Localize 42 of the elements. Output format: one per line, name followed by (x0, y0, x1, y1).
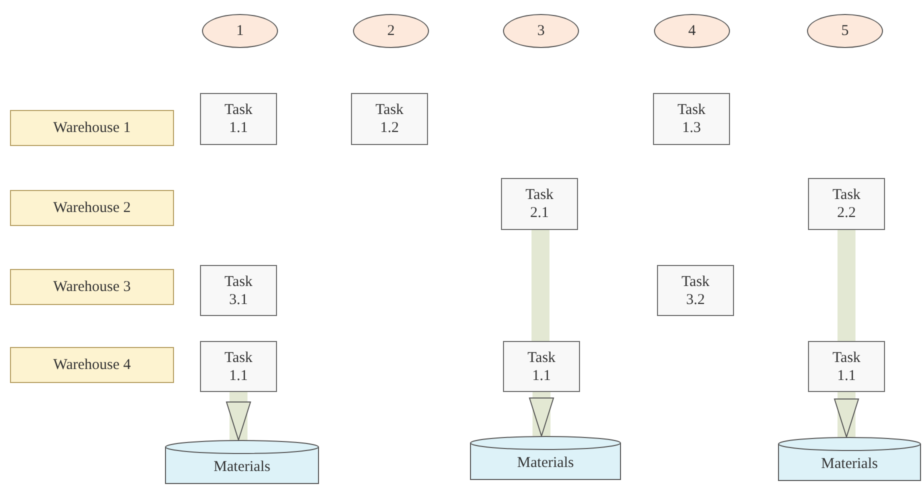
task-box (657, 265, 734, 316)
task-box (351, 93, 428, 145)
task-box (653, 93, 730, 145)
task-box (200, 93, 277, 145)
task-label: Task 3.1 (223, 272, 254, 308)
materials-label: Materials (517, 454, 574, 472)
step-number: 4 (688, 22, 696, 40)
step-number: 2 (387, 22, 395, 40)
task-label: Task 2.2 (831, 186, 862, 222)
task-label: Task 3.2 (680, 272, 711, 308)
materials-cylinder (778, 437, 921, 481)
task-label: Task 1.3 (676, 101, 707, 137)
task-box (503, 341, 580, 392)
task-label: Task 1.1 (526, 348, 557, 384)
task-label: Task 2.1 (524, 186, 555, 222)
block-arrow (226, 392, 251, 440)
warehouse-label: Warehouse 4 (53, 356, 131, 374)
block-arrow (834, 392, 859, 438)
task-label: Task 1.2 (374, 101, 405, 137)
warehouse-box (10, 110, 174, 146)
task-label: Task 1.1 (223, 101, 254, 137)
task-box (808, 341, 885, 392)
block-arrow (529, 392, 554, 436)
materials-cylinder (470, 436, 621, 480)
materials-label: Materials (821, 455, 878, 473)
step-number: 3 (537, 22, 545, 40)
warehouse-box (10, 347, 174, 383)
warehouse-box (10, 269, 174, 305)
task-box (200, 341, 277, 392)
warehouse-label: Warehouse 3 (53, 278, 131, 296)
task-box (808, 178, 885, 230)
task-box (200, 265, 277, 316)
task-label: Task 1.1 (831, 348, 862, 384)
task-box (501, 178, 578, 230)
materials-cylinder (165, 440, 319, 484)
warehouse-box (10, 190, 174, 226)
materials-label: Materials (214, 458, 270, 476)
task-label: Task 1.1 (223, 348, 254, 384)
warehouse-label: Warehouse 1 (53, 119, 131, 137)
warehouse-label: Warehouse 2 (53, 199, 131, 217)
step-number: 1 (236, 22, 244, 40)
step-number: 5 (841, 22, 849, 40)
